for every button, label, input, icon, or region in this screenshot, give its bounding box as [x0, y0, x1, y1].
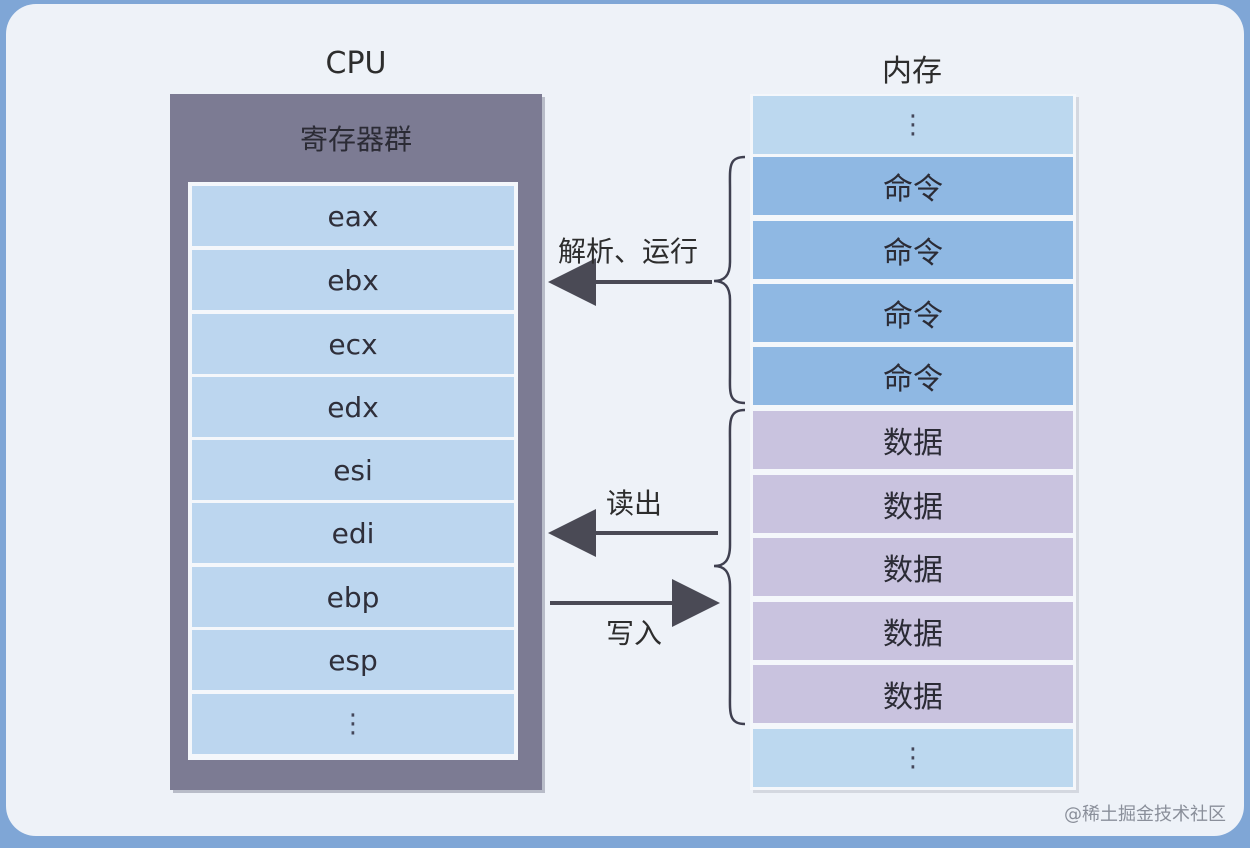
memory-row-data: 数据 — [753, 602, 1073, 660]
register-eax: eax — [192, 186, 514, 246]
cpu-title: CPU — [325, 46, 387, 81]
memory-row-ellipsis-top: ⋮ — [753, 96, 1073, 154]
parse-run-label: 解析、运行 — [558, 235, 699, 268]
register-esi: esi — [192, 440, 514, 500]
memory-row-command: 命令 — [753, 284, 1073, 342]
memory-title: 内存 — [882, 54, 942, 89]
data-brace — [713, 408, 746, 726]
memory-row-command: 命令 — [753, 347, 1073, 405]
memory-row-ellipsis-bottom: ⋮ — [753, 729, 1073, 787]
write-label: 写入 — [606, 617, 663, 650]
register-edx: edx — [192, 377, 514, 437]
memory-row-data: 数据 — [753, 665, 1073, 723]
read-label: 读出 — [606, 487, 663, 520]
memory-row-data: 数据 — [753, 538, 1073, 596]
register-esp: esp — [192, 630, 514, 690]
register-ellipsis: ⋮ — [192, 694, 514, 754]
register-ebp: ebp — [192, 567, 514, 627]
register-group-title: 寄存器群 — [299, 123, 412, 156]
memory-row-command: 命令 — [753, 221, 1073, 279]
memory-row-command: 命令 — [753, 157, 1073, 215]
memory-row-data: 数据 — [753, 475, 1073, 533]
command-brace — [713, 155, 746, 405]
register-ebx: ebx — [192, 250, 514, 310]
memory-column: ⋮ 命令 命令 命令 命令 数据 数据 数据 数据 数据 ⋮ — [750, 94, 1076, 790]
memory-row-data: 数据 — [753, 411, 1073, 469]
register-edi: edi — [192, 503, 514, 563]
register-ecx: ecx — [192, 314, 514, 374]
register-list: eax ebx ecx edx esi edi ebp esp ⋮ — [188, 182, 518, 760]
watermark-text: @稀土掘金技术社区 — [1064, 804, 1226, 825]
